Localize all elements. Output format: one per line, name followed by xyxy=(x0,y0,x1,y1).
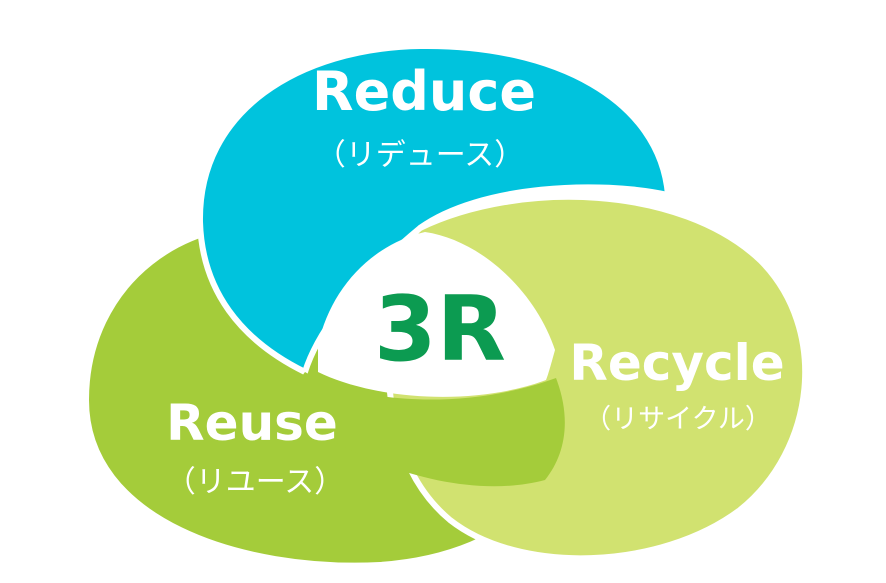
recycle-subtitle: （リサイクル） xyxy=(584,404,772,435)
reduce-subtitle: （リデュース） xyxy=(316,138,525,173)
reuse-subtitle: （リユース） xyxy=(166,465,345,500)
reduce-title: Reduce xyxy=(312,60,536,123)
reduce-circle xyxy=(196,42,672,377)
recycle-title: Recycle xyxy=(569,334,784,392)
reuse-title: Reuse xyxy=(166,394,338,452)
center-label: 3R xyxy=(374,277,506,382)
center-area xyxy=(318,232,555,397)
reuse-overlap xyxy=(294,372,565,487)
